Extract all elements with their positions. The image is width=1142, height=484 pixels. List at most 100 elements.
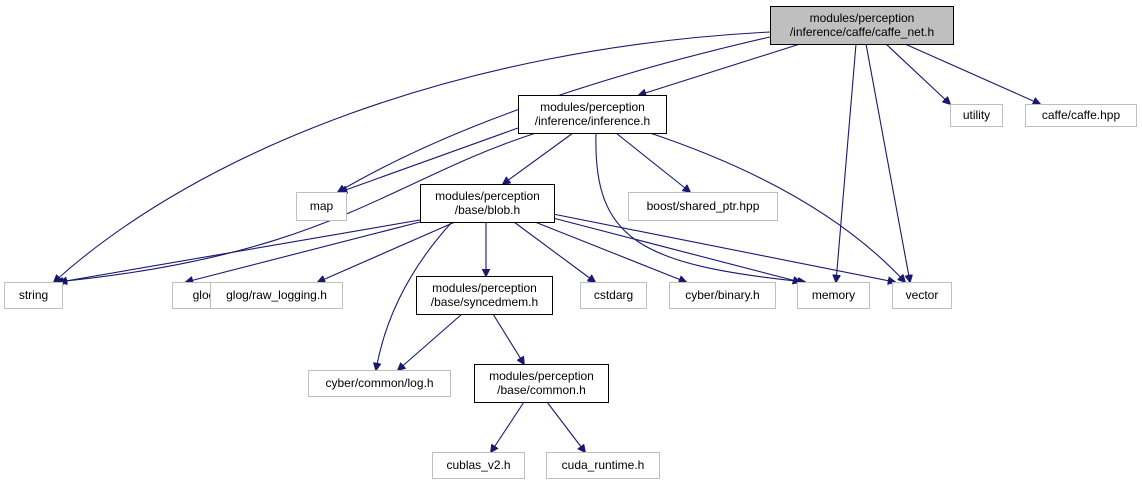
node-cyber-binary: cyber/binary.h — [669, 282, 776, 309]
edge-arrow — [595, 132, 805, 282]
edge-caffe_net-to-memory — [836, 43, 857, 282]
edge-inference-to-map — [340, 127, 519, 192]
node-box — [950, 104, 1003, 127]
edge-arrow — [639, 43, 801, 95]
node-box — [432, 452, 525, 479]
node-box — [546, 452, 660, 479]
node-box — [210, 282, 343, 309]
node-box — [296, 192, 347, 221]
node-inference[interactable]: modules/perception/inference/inference.h — [518, 95, 667, 134]
node-label-line: boost/shared_ptr.hpp — [647, 199, 760, 213]
edge-caffe_net-to-caffe_hpp — [904, 43, 1040, 104]
edge-arrow — [492, 313, 524, 364]
node-label-line: /base/syncedmem.h — [431, 295, 538, 309]
node-label-line: modules/perception — [810, 11, 915, 25]
edge-inference-to-vector — [649, 132, 905, 282]
edge-arrow — [649, 132, 905, 282]
node-label-line: cuda_runtime.h — [562, 458, 645, 472]
node-caffe-hpp: caffe/caffe.hpp — [1025, 104, 1137, 127]
node-label-line: caffe/caffe.hpp — [1042, 108, 1121, 122]
node-cyber-log: cyber/common/log.h — [308, 370, 451, 397]
edge-blob-to-cyber_log — [376, 221, 453, 370]
node-label-line: cublas_v2.h — [446, 458, 510, 472]
edge-caffe_net-to-utility — [885, 43, 950, 104]
edge-caffe_net-to-vector — [865, 43, 910, 282]
edge-arrow — [503, 132, 574, 184]
node-box — [669, 282, 776, 309]
edge-arrow — [552, 213, 895, 282]
node-box — [474, 364, 609, 403]
node-box — [1025, 104, 1137, 127]
node-label-line: memory — [812, 288, 855, 302]
node-label-line: cyber/common/log.h — [325, 376, 433, 390]
edge-arrow — [376, 221, 453, 370]
node-shared-ptr: boost/shared_ptr.hpp — [628, 192, 778, 221]
dependency-edges — [54, 31, 1040, 452]
edge-blob-to-glog_logging — [186, 221, 421, 282]
node-string: string — [4, 282, 63, 309]
edge-arrow — [865, 43, 910, 282]
node-box — [628, 192, 778, 221]
node-blob[interactable]: modules/perception/base/blob.h — [420, 184, 555, 223]
edge-syncedmem-to-common — [492, 313, 524, 364]
node-label-line: /inference/caffe/caffe_net.h — [790, 25, 934, 39]
edge-blob-to-glog_raw — [318, 221, 456, 282]
edge-arrow — [398, 313, 463, 370]
edge-common-to-cuda_runtime — [546, 401, 585, 452]
edge-arrow — [534, 221, 686, 282]
node-label-line: modules/perception — [432, 281, 537, 295]
node-glog-raw: glog/raw_logging.h — [210, 282, 343, 309]
node-box — [580, 282, 647, 309]
edge-arrow — [491, 401, 525, 452]
node-label-line: utility — [963, 108, 990, 122]
edge-caffe_net-to-inference — [639, 43, 801, 95]
edge-arrow — [615, 132, 690, 192]
node-label-line: glog/raw_logging.h — [226, 288, 327, 302]
node-syncedmem[interactable]: modules/perception/base/syncedmem.h — [416, 276, 553, 315]
edge-arrow — [904, 43, 1040, 104]
edge-inference-to-shared_ptr — [615, 132, 690, 192]
edge-arrow — [546, 401, 585, 452]
node-box — [308, 370, 451, 397]
edge-inference-to-memory — [595, 132, 805, 282]
node-box — [797, 282, 870, 309]
node-label-line: modules/perception — [489, 369, 594, 383]
node-box — [420, 184, 555, 223]
node-box — [892, 282, 952, 309]
edge-arrow — [318, 221, 456, 282]
node-label-line: /base/common.h — [497, 383, 586, 397]
header-nodes: modules/perception/inference/caffe/caffe… — [4, 6, 1137, 479]
edge-arrow — [885, 43, 950, 104]
node-cstdarg: cstdarg — [580, 282, 647, 309]
node-common[interactable]: modules/perception/base/common.h — [474, 364, 609, 403]
node-label-line: modules/perception — [435, 189, 540, 203]
edge-arrow — [836, 43, 857, 282]
node-cublas: cublas_v2.h — [432, 452, 525, 479]
edge-arrow — [340, 127, 519, 192]
node-box — [770, 6, 954, 45]
edge-blob-to-memory — [552, 217, 800, 282]
edge-blob-to-cyber_binary — [534, 221, 686, 282]
edge-arrow — [60, 219, 421, 282]
edge-blob-to-string — [60, 219, 421, 282]
edge-caffe_net-to-string — [54, 31, 771, 282]
edge-blob-to-cstdarg — [513, 221, 595, 282]
node-map: map — [296, 192, 347, 221]
edge-blob-to-vector — [552, 213, 895, 282]
node-box — [4, 282, 63, 309]
node-box — [416, 276, 553, 315]
node-box — [518, 95, 667, 134]
edge-arrow — [552, 217, 800, 282]
node-label-line: string — [19, 288, 48, 302]
edge-syncedmem-to-cyber_log — [398, 313, 463, 370]
node-label-line: cyber/binary.h — [685, 288, 759, 302]
node-label-line: map — [310, 199, 334, 213]
node-caffe-net[interactable]: modules/perception/inference/caffe/caffe… — [770, 6, 954, 45]
node-label-line: modules/perception — [540, 100, 645, 114]
node-label-line: cstdarg — [594, 288, 633, 302]
node-cuda-runtime: cuda_runtime.h — [546, 452, 660, 479]
edge-inference-to-blob — [503, 132, 574, 184]
node-memory: memory — [797, 282, 870, 309]
edge-common-to-cublas — [491, 401, 525, 452]
